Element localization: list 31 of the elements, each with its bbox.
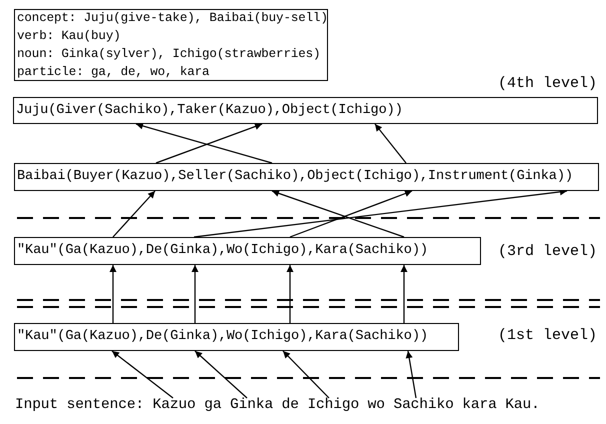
arrow bbox=[112, 190, 156, 238]
level-label: (3rd level) bbox=[498, 243, 597, 260]
arrow bbox=[156, 123, 262, 164]
node-text: Juju(Giver(Sachiko),Taker(Kazuo),Object(Ichigo)) bbox=[16, 102, 404, 120]
frame-box bbox=[13, 97, 598, 124]
arrow bbox=[112, 350, 174, 398]
level-label: (1st level) bbox=[498, 327, 597, 344]
arrow bbox=[272, 190, 404, 238]
arrow bbox=[290, 190, 412, 238]
arrow bbox=[136, 122, 272, 164]
frame-box bbox=[14, 237, 481, 265]
sentence-text: Input sentence: Kazuo ga Ginka de Ichigo wo Sachiko kara Kau. bbox=[15, 396, 541, 414]
legend-box bbox=[14, 9, 328, 81]
node-text: particle: ga, de, wo, kara bbox=[17, 64, 210, 81]
arrow bbox=[400, 265, 408, 323]
node-text: verb: Kau(buy) bbox=[17, 28, 122, 45]
arrow bbox=[194, 350, 248, 398]
arrow bbox=[282, 350, 330, 398]
node-text: noun: Ginka(sylver), Ichigo(strawberries) bbox=[17, 46, 322, 63]
node-text: "Kau"(Ga(Kazuo),De(Ginka),Wo(Ichigo),Kara(Sachiko)) bbox=[17, 242, 429, 260]
arrow bbox=[406, 350, 417, 398]
arrow bbox=[286, 265, 294, 323]
node-text: "Kau"(Ga(Kazuo),De(Ginka),Wo(Ichigo),Kara(Sachiko)) bbox=[17, 328, 429, 346]
arrow bbox=[374, 124, 406, 164]
arrow bbox=[110, 265, 116, 323]
level-label: (4th level) bbox=[498, 75, 597, 92]
arrow bbox=[192, 265, 198, 323]
node-text: Baibai(Buyer(Kazuo),Seller(Sachiko),Object(Ichigo),Instrument(Ginka)) bbox=[17, 168, 574, 186]
frame-box bbox=[14, 323, 459, 351]
node-text: concept: Juju(give-take), Baibai(buy-sell) bbox=[17, 10, 325, 27]
frame-box bbox=[14, 163, 599, 191]
